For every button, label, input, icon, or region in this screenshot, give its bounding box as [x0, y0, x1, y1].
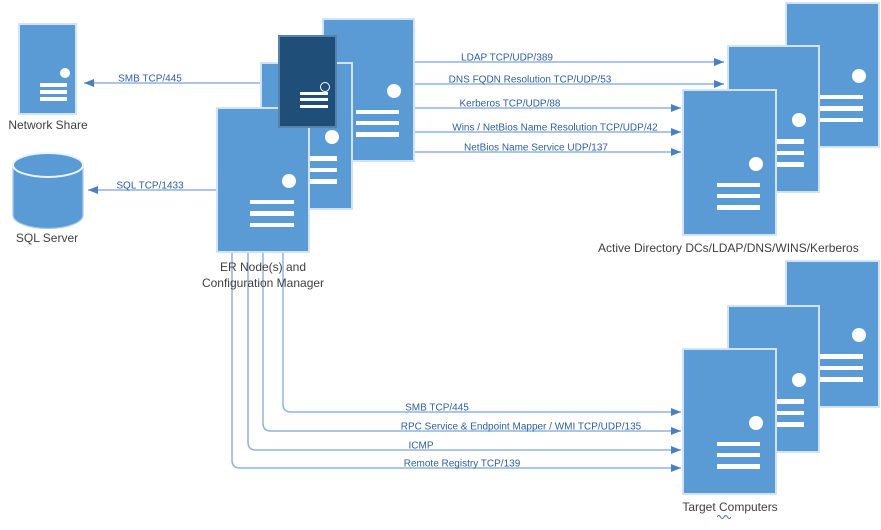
er-node-server-dark-icon [278, 35, 337, 128]
active-directory-server-front-icon [682, 89, 777, 236]
connector-smb-to-target [282, 253, 681, 416]
connector-label-smb-network-share: SMB TCP/445 [118, 73, 182, 85]
connector-icmp [247, 253, 681, 454]
server-led-icon [325, 130, 340, 145]
server-led-icon [387, 84, 402, 99]
server-led-icon [59, 68, 70, 79]
target-computers-server-front-icon [682, 348, 777, 495]
server-led-icon [748, 415, 763, 430]
connector-label-remote-registry: Remote Registry TCP/139 [403, 458, 521, 470]
server-led-icon [748, 156, 763, 171]
connector-label-kerberos: Kerberos TCP/UDP/88 [459, 98, 561, 110]
er-node-server-front-icon [216, 107, 310, 253]
server-led-icon [792, 373, 807, 388]
sql-database-cylinder-icon [12, 152, 84, 230]
spellcheck-squiggle-icon [717, 515, 731, 519]
connector-rpc-wmi [262, 253, 681, 435]
connector-label-wins: Wins / NetBios Name Resolution TCP/UDP/4… [452, 122, 658, 134]
server-led-icon [319, 81, 330, 92]
target-computers-label: Target Computers [682, 500, 778, 514]
server-led-icon [281, 174, 296, 189]
connector-label-netbios: NetBios Name Service UDP/137 [464, 142, 608, 154]
connector-label-icmp: ICMP [408, 440, 434, 452]
connector-label-smb-target: SMB TCP/445 [405, 402, 469, 414]
connector-label-rpc-wmi: RPC Service & Endpoint Mapper / WMI TCP/… [400, 421, 642, 433]
active-directory-label: Active Directory DCs/LDAP/DNS/WINS/Kerbe… [598, 241, 859, 255]
network-share-server-icon [18, 23, 77, 115]
server-led-icon [851, 69, 866, 84]
connector-label-dns: DNS FQDN Resolution TCP/UDP/53 [448, 74, 612, 86]
sql-server-label: SQL Server [15, 231, 79, 245]
network-share-label: Network Share [8, 118, 88, 132]
server-led-icon [851, 328, 866, 343]
server-led-icon [792, 113, 807, 128]
connector-label-ldap: LDAP TCP/UDP/389 [461, 52, 553, 64]
connector-label-sql: SQL TCP/1433 [116, 180, 184, 192]
connector-remote-registry [231, 253, 681, 472]
er-node-label: ER Node(s) and Configuration Manager [201, 260, 325, 290]
